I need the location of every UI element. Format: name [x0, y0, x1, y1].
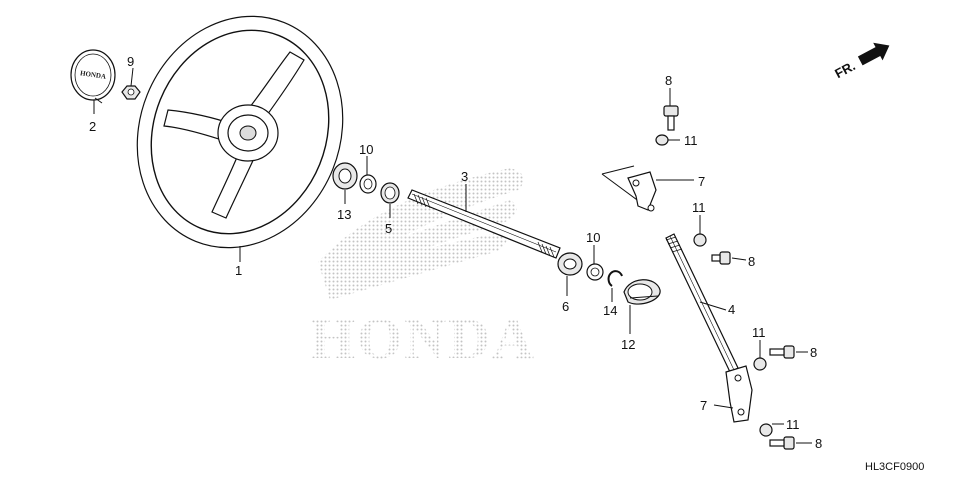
callout-5: 5: [385, 221, 392, 236]
callout-11-d: 11: [786, 417, 800, 432]
honda-watermark-text: HONDA: [310, 306, 536, 371]
part-6-bushing: [557, 252, 583, 276]
callout-11-b: 11: [692, 200, 706, 215]
part-3-upper-shaft: [407, 189, 561, 259]
callout-1: 1: [235, 263, 242, 278]
callout-7-upper: 7: [698, 174, 705, 189]
part-7-universal-joint-lower: [725, 365, 753, 423]
part-11-nut-a: [655, 134, 669, 146]
callout-3: 3: [461, 169, 468, 184]
cap-badge-text: HONDA: [80, 69, 107, 81]
callout-11-a: 11: [684, 133, 698, 148]
callout-9: 9: [127, 54, 134, 69]
part-10-washer-upper: [359, 174, 377, 194]
part-11-nut-b: [693, 233, 707, 247]
honda-wing-logo: [318, 168, 524, 300]
part-9-nut: [121, 85, 141, 100]
callout-10-upper: 10: [359, 142, 373, 157]
part-8-bolt-b: [711, 251, 731, 265]
honda-watermark: HONDA: [310, 168, 536, 371]
callout-2: 2: [89, 119, 96, 134]
leader-lines: [93, 67, 812, 444]
callout-8-b: 8: [748, 254, 755, 269]
part-2-emblem-cap: HONDA: [70, 49, 116, 104]
part-11-nut-c: [753, 357, 767, 371]
callout-10-lower: 10: [586, 230, 600, 245]
part-8-bolt-d: [769, 436, 795, 450]
callout-7-lower: 7: [700, 398, 707, 413]
part-10-washer-lower: [586, 263, 604, 281]
part-11-nut-d: [759, 423, 773, 437]
callout-4: 4: [728, 302, 735, 317]
part-1-steering-wheel: [136, 15, 344, 249]
front-arrow-icon: [857, 42, 890, 66]
callout-13: 13: [337, 207, 351, 222]
part-13-bushing: [332, 162, 358, 190]
callout-6: 6: [562, 299, 569, 314]
part-5-collar: [380, 182, 400, 204]
callout-11-c: 11: [752, 325, 766, 340]
callout-8-a: 8: [665, 73, 672, 88]
part-12-dust-boot: [623, 279, 661, 305]
part-14-circlip: [607, 270, 623, 287]
part-7-universal-joint-upper: [627, 171, 657, 212]
part-8-bolt-a: [663, 105, 679, 131]
callout-12: 12: [621, 337, 635, 352]
part-8-bolt-c: [769, 345, 795, 359]
fr-label: FR.: [832, 58, 858, 81]
callout-14: 14: [603, 303, 617, 318]
callout-labels: 1 2 9 10 13 5 3 10 6 14 12 8 11 7 11 8 4…: [89, 54, 822, 451]
callout-8-d: 8: [815, 436, 822, 451]
callout-8-c: 8: [810, 345, 817, 360]
diagram-code: HL3CF0900: [865, 461, 924, 473]
front-direction-indicator: FR.: [832, 42, 890, 81]
